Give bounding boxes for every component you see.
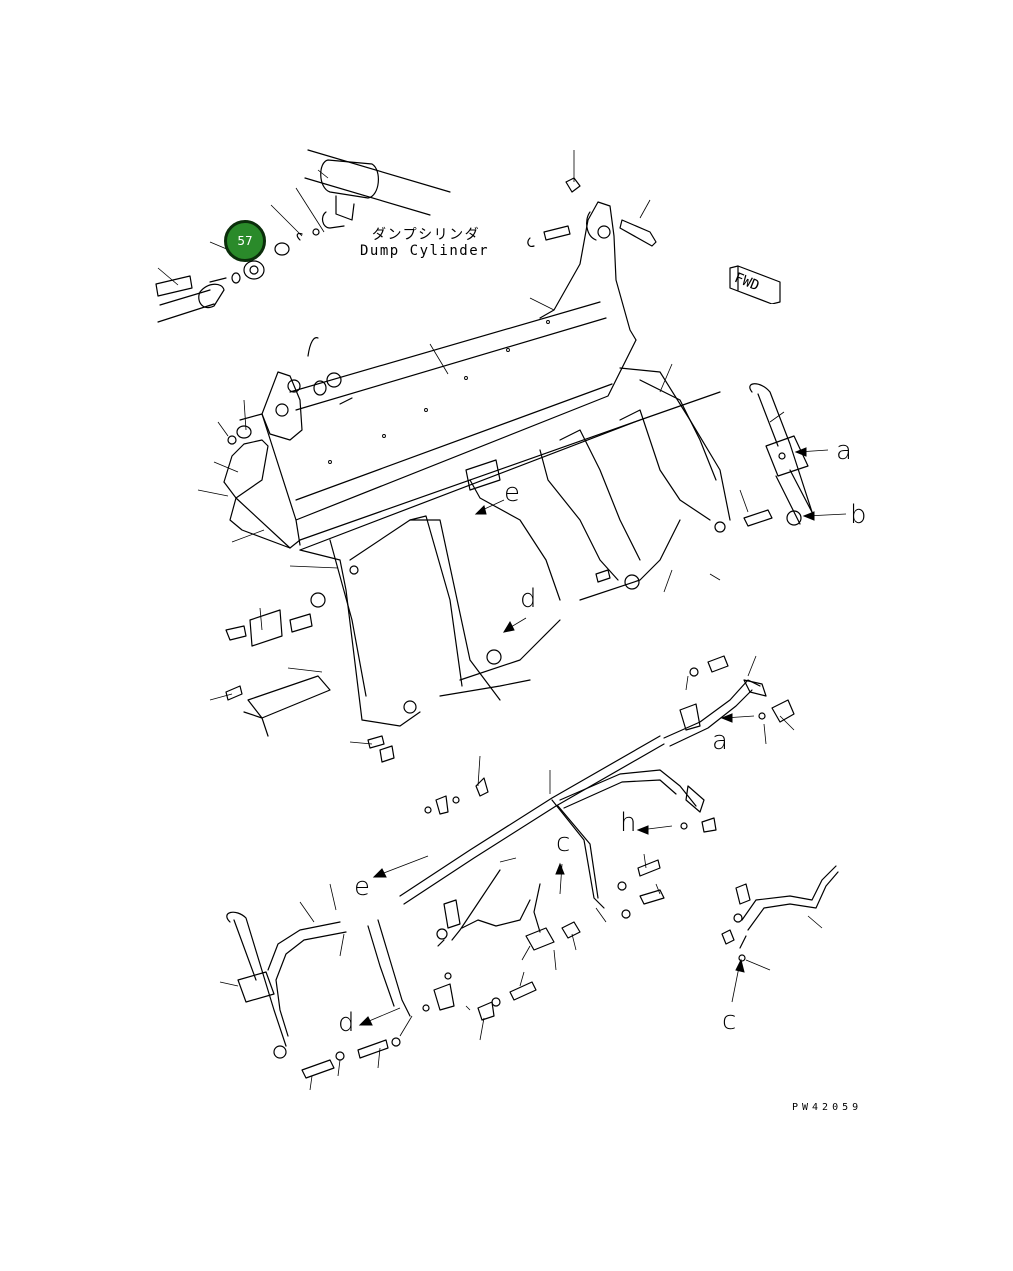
label-d-top: d	[520, 584, 537, 614]
fwd-arrow-icon	[729, 265, 781, 304]
label-b-top: b	[850, 500, 867, 530]
dump-cylinder-right	[739, 383, 815, 527]
pin-hardware-top-right	[227, 177, 657, 445]
label-h-mid: h	[620, 808, 637, 838]
label-a-top: a	[836, 436, 852, 466]
callout-number: 57	[237, 234, 253, 248]
label-d-low: d	[338, 1008, 355, 1038]
label-a-mid: a	[712, 726, 728, 756]
hydraulic-hardware	[225, 609, 795, 1079]
reference-arrows	[358, 447, 847, 1026]
leader-lines-top-left	[157, 150, 651, 286]
label-c-right: c	[722, 1006, 737, 1036]
label-e-low: e	[354, 872, 370, 902]
hydraulic-lines	[226, 679, 839, 1059]
label-c-mid: c	[556, 828, 571, 858]
dump-cylinder-label-jp: ダンプシリンダ	[372, 227, 481, 243]
bucket-body	[223, 201, 731, 737]
dump-cylinder-rod	[157, 149, 451, 323]
leader-lines-lower	[219, 655, 823, 1091]
pin-hardware-top-left	[155, 228, 320, 297]
drawing-code: PW42059	[792, 1102, 863, 1113]
part-callout-57[interactable]: 57	[224, 220, 266, 262]
leader-lines-bucket	[197, 297, 721, 745]
label-e-top: e	[504, 478, 520, 508]
dump-cylinder-label-en: Dump Cylinder	[360, 243, 490, 259]
